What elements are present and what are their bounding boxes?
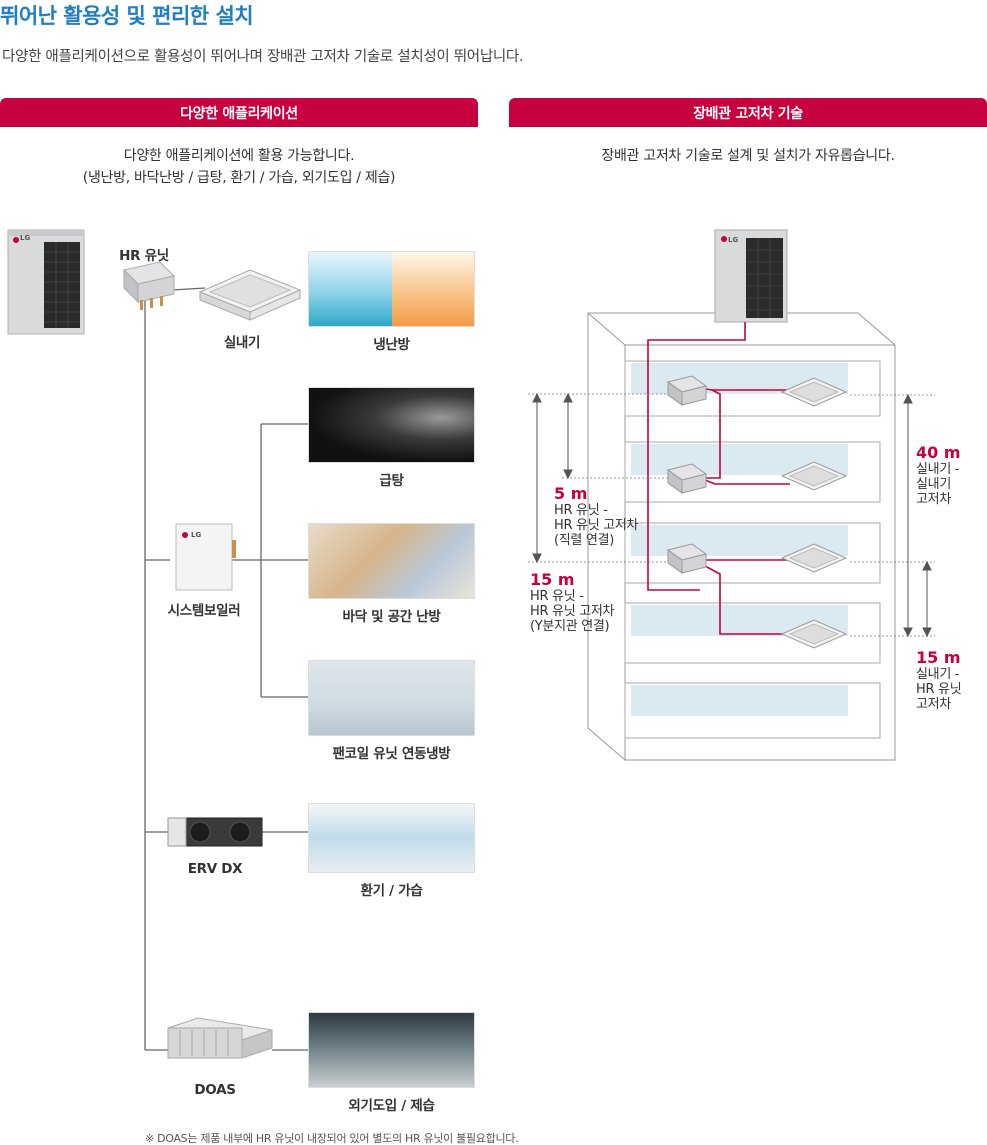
fresh-air-photo bbox=[308, 1012, 475, 1088]
label-cooling-heating: 냉난방 bbox=[373, 337, 410, 353]
dim-40m-line2: 실내기 bbox=[916, 477, 951, 492]
label-hr-unit: HR 유닛 bbox=[119, 248, 169, 264]
dim-15m-indoor-line2: HR 유닛 bbox=[916, 682, 962, 697]
page-subtitle: 다양한 애플리케이션으로 활용성이 뛰어나며 장배관 고저차 기술로 설치성이 … bbox=[2, 49, 524, 65]
dim-15m-hr-group: 15 m HR 유닛 - HR 유닛 고저차 (Y분지관 연결) bbox=[530, 570, 614, 634]
dimension-guides bbox=[528, 393, 935, 637]
label-ventilation: 환기 / 가습 bbox=[360, 883, 423, 899]
label-indoor-unit: 실내기 bbox=[223, 335, 261, 351]
floor-heating-photo bbox=[308, 523, 475, 599]
dim-15m-indoor-line1: 실내기 - bbox=[916, 667, 960, 682]
system-boiler-image bbox=[175, 523, 236, 591]
dim-5m-line2: HR 유닛 고저차 bbox=[554, 518, 639, 533]
floors bbox=[624, 360, 881, 739]
applications-desc-line2: (냉난방, 바닥난방 / 급탕, 환기 / 가습, 외기도입 / 제습) bbox=[82, 170, 396, 186]
label-fan-coil: 팬코일 유닛 연동냉방 bbox=[332, 746, 451, 762]
label-hot-water: 급탕 bbox=[379, 473, 404, 489]
dimension-arrows bbox=[532, 392, 932, 638]
boiler-logo: LG bbox=[191, 531, 202, 539]
dim-15m-indoor-value: 15 m bbox=[916, 648, 961, 667]
label-doas: DOAS bbox=[194, 1082, 236, 1098]
applications-desc-line1: 다양한 애플리케이션에 활용 가능합니다. bbox=[123, 148, 355, 164]
label-system-boiler: 시스템보일러 bbox=[167, 603, 241, 619]
dim-15m-indoor-group: 15 m 실내기 - HR 유닛 고저차 bbox=[916, 648, 962, 712]
building-hr-units bbox=[666, 375, 708, 574]
connection-lines bbox=[144, 287, 308, 1051]
dim-40m-group: 40 m 실내기 - 실내기 고저차 bbox=[916, 443, 961, 507]
applications-description: 다양한 애플리케이션에 활용 가능합니다. (냉난방, 바닥난방 / 급탕, 환… bbox=[0, 145, 478, 189]
building-indoor-units bbox=[780, 377, 848, 649]
dim-15m-hr-value: 15 m bbox=[530, 570, 575, 589]
ventilation-photo bbox=[308, 803, 475, 873]
hr-unit-image bbox=[123, 261, 175, 310]
piping-description: 장배관 고저차 기술로 설계 및 설치가 자유롭습니다. bbox=[601, 148, 895, 164]
outdoor-unit-image bbox=[7, 229, 85, 335]
label-fresh-air: 외기도입 / 제습 bbox=[348, 1098, 435, 1114]
fan-coil-photo bbox=[308, 660, 475, 736]
section-bar-piping: 장배관 고저차 기술 bbox=[509, 98, 987, 127]
erv-dx-image bbox=[167, 817, 263, 847]
section-bar-applications: 다양한 애플리케이션 bbox=[0, 98, 478, 127]
indoor-unit-image bbox=[198, 269, 302, 321]
rooftop-unit-logo: LG bbox=[728, 236, 739, 244]
dim-5m-group: 5 m HR 유닛 - HR 유닛 고저차 (직렬 연결) bbox=[554, 484, 638, 548]
cooling-heating-photo bbox=[308, 251, 475, 327]
dim-40m-line3: 고저차 bbox=[916, 492, 951, 507]
footnote: ※ DOAS는 제품 내부에 HR 유닛이 내장되어 있어 별도의 HR 유닛이… bbox=[145, 1132, 519, 1145]
dim-15m-hr-line1: HR 유닛 - bbox=[530, 589, 584, 604]
doas-image bbox=[167, 1017, 273, 1059]
label-floor-heating: 바닥 및 공간 난방 bbox=[342, 609, 441, 625]
dim-15m-indoor-line3: 고저차 bbox=[916, 697, 951, 712]
rooftop-outdoor-unit-image bbox=[714, 229, 788, 323]
dim-5m-line1: HR 유닛 - bbox=[554, 503, 608, 518]
outdoor-unit-logo: LG bbox=[20, 234, 31, 242]
label-erv-dx: ERV DX bbox=[187, 861, 243, 877]
dim-5m-line3: (직렬 연결) bbox=[554, 533, 615, 548]
refrigerant-piping bbox=[647, 322, 790, 635]
dim-40m-value: 40 m bbox=[916, 443, 961, 462]
page-title: 뛰어난 활용성 및 편리한 설치 bbox=[0, 4, 254, 28]
hot-water-photo bbox=[308, 387, 475, 463]
dim-15m-hr-line2: HR 유닛 고저차 bbox=[530, 604, 615, 619]
dim-40m-line1: 실내기 - bbox=[916, 462, 960, 477]
dim-5m-value: 5 m bbox=[554, 484, 588, 503]
dim-15m-hr-line3: (Y분지관 연결) bbox=[530, 619, 610, 634]
